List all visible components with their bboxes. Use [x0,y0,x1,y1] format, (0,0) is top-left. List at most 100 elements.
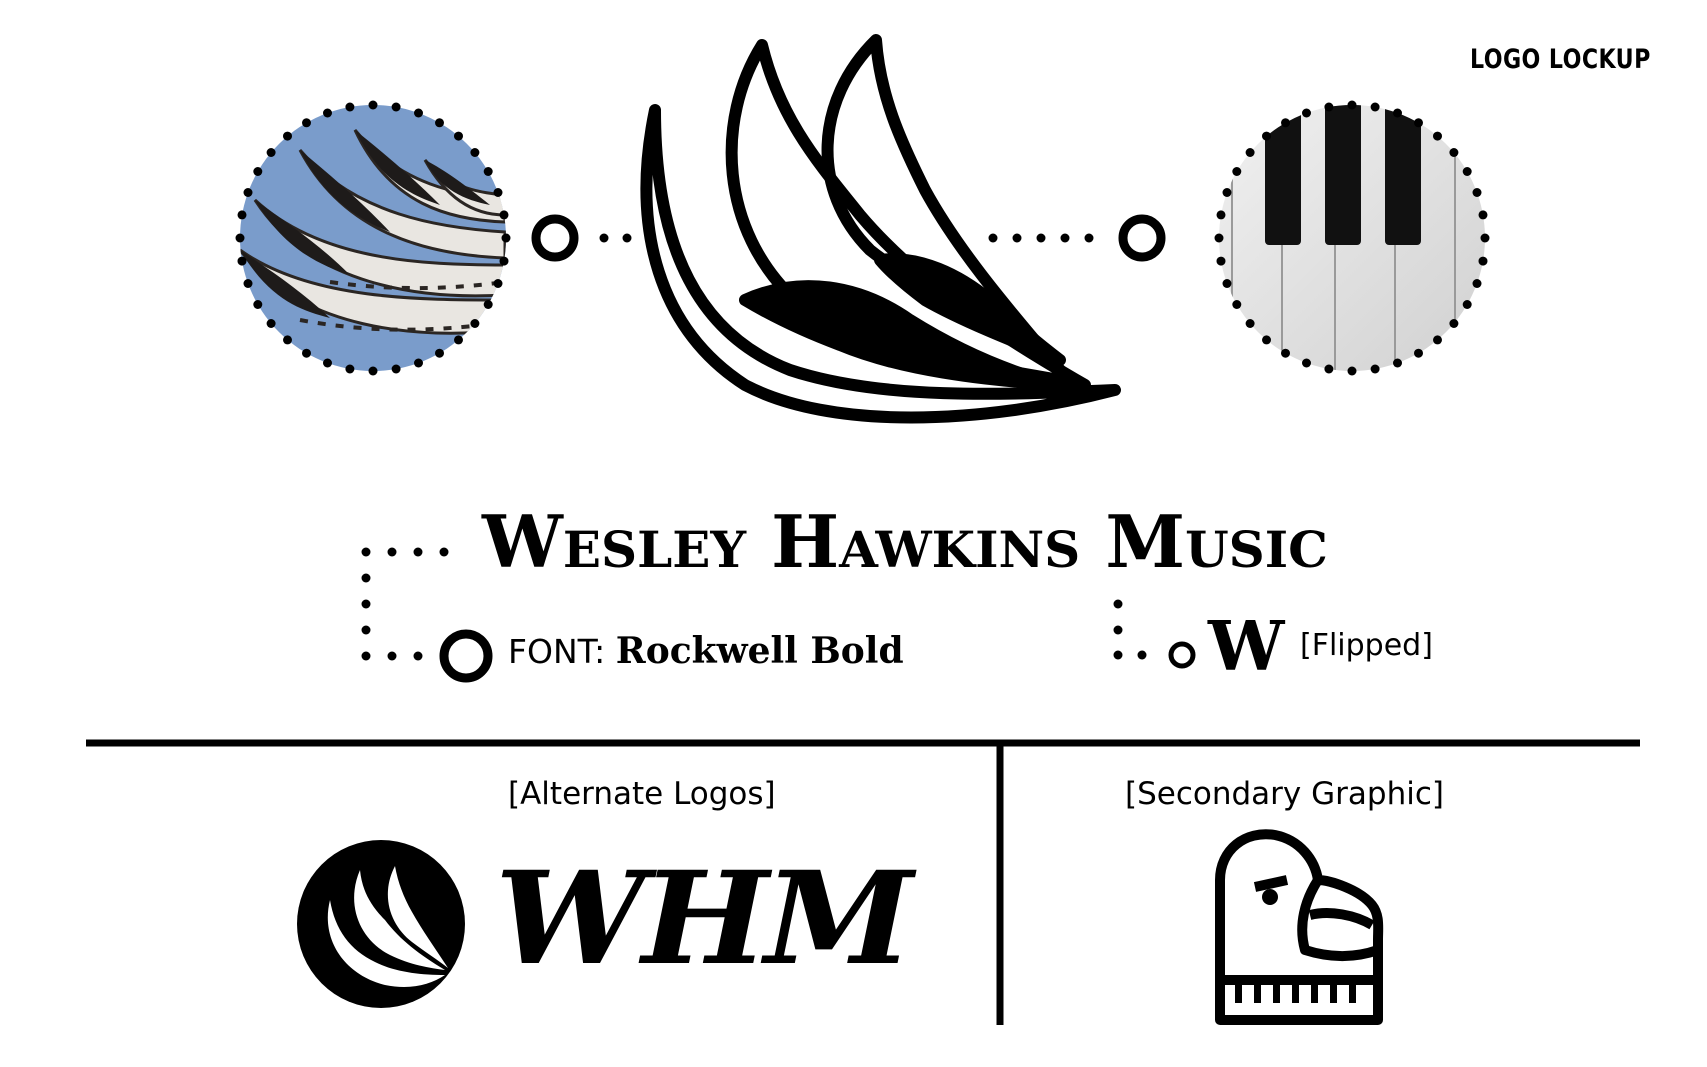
rim-dot [1232,167,1242,176]
rim-dot [1281,348,1290,358]
rim-dot [1216,256,1226,266]
piano-keys-photo [1219,105,1485,371]
brand-word-3-rest: USIC [1185,520,1328,579]
rim-dot [237,210,247,220]
brand-name: WESLEY HAWKINS MUSIC [482,506,1328,586]
rim-dot [243,279,253,288]
rim-dot [243,188,253,197]
rim-dot [470,148,480,157]
rim-dot [470,319,480,328]
left-photo-rim [235,100,511,376]
rim-dot [1414,348,1423,358]
wing-logo-mark [640,34,1121,424]
connector-left [531,214,632,262]
alternate-circle-logo [297,840,465,1008]
rim-dot [1324,364,1334,374]
brand-word-3-initial: M [1105,499,1186,584]
rim-dot [1324,102,1334,112]
right-photo-rim [1214,100,1490,376]
rim-dot [283,335,292,345]
rim-dot [1478,256,1488,266]
rim-dot [391,102,401,112]
rim-dot [345,102,355,112]
rim-dot [1480,233,1490,243]
rim-dot [1472,279,1482,288]
rim-dot [1262,131,1271,141]
rim-dot [1347,366,1357,376]
font-spec-label: FONT: [508,632,606,671]
rim-dot [483,300,493,309]
rim-dot [1347,100,1357,110]
rim-dot [1222,188,1232,197]
rim-dot [345,364,355,374]
brand-word-1-rest: ESLEY [562,520,747,579]
rim-dot [1245,319,1255,328]
font-spec: FONT: Rockwell Bold [508,631,904,672]
rim-dot [1232,300,1242,309]
rim-dot [266,319,276,328]
connector-right [988,214,1166,262]
rim-dot [302,348,311,358]
page-heading: LOGO LOCKUP [1470,44,1651,75]
rim-dot [1433,131,1442,141]
font-connector-ring [439,629,493,683]
rim-dot [483,167,493,176]
rim-dot [454,335,463,345]
rim-dot [1449,148,1459,157]
rim-dot [501,233,511,243]
rim-dot [253,300,263,309]
feather-wing-photo [240,105,506,371]
rim-dot [368,366,378,376]
rim-dot [235,233,245,243]
rim-dot [1245,148,1255,157]
rim-dot [1462,300,1472,309]
rim-dot [323,358,332,368]
bird-piano-icon [1215,829,1384,1025]
rim-dot [454,131,463,141]
flip-bracket-dots [1113,599,1147,660]
rim-dot [323,108,332,118]
rim-dot [1472,188,1482,197]
flip-connector-ring [1168,641,1196,669]
rim-dot [1281,118,1290,128]
rim-dot [1393,358,1402,368]
rim-dot [237,256,247,266]
rim-dot [1222,279,1232,288]
rim-dot [1302,108,1311,118]
rim-dot [283,131,292,141]
rim-dot [499,210,509,220]
name-bracket-dots [361,547,449,661]
rim-dot [1214,233,1224,243]
rim-dot [1370,102,1380,112]
rim-dot [253,167,263,176]
alternate-logos-caption: [Alternate Logos] [508,776,776,812]
rim-dot [1216,210,1226,220]
rim-dot [1414,118,1423,128]
brand-word-2-initial: H [771,499,840,584]
rim-dot [493,279,503,288]
rim-dot [266,148,276,157]
whm-monogram: WHM [495,844,913,994]
rim-dot [391,364,401,374]
flipped-w-letter: W [1208,607,1285,687]
rim-dot [1462,167,1472,176]
rim-dot [414,358,423,368]
rim-dot [414,108,423,118]
bird-eye-icon [1262,889,1278,905]
rim-dot [302,118,311,128]
rim-dot [1370,364,1380,374]
rim-dot [499,256,509,266]
secondary-graphic-caption: [Secondary Graphic] [1125,776,1444,812]
rim-dot [1393,108,1402,118]
font-spec-value: Rockwell Bold [615,630,904,672]
flipped-label: [Flipped] [1300,628,1433,663]
rim-dot [1449,319,1459,328]
brand-word-1-initial: W [482,499,563,584]
rim-dot [368,100,378,110]
rim-dot [1262,335,1271,345]
rim-dot [1433,335,1442,345]
piano-keybed-icon [1235,983,1356,1003]
rim-dot [1478,210,1488,220]
rim-dot [435,348,444,358]
